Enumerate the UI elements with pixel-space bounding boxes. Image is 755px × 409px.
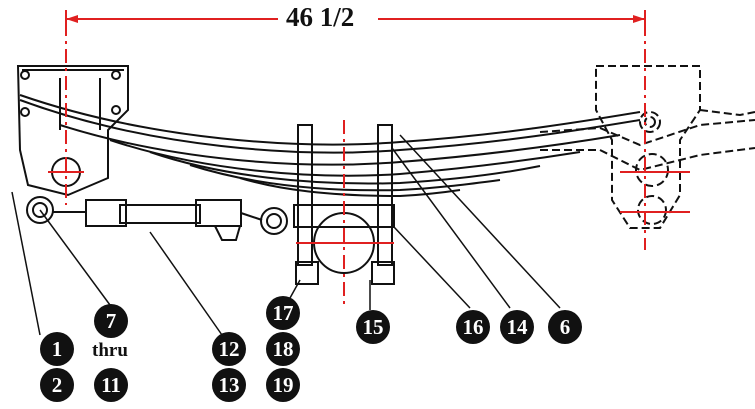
left-hanger [16, 65, 129, 197]
callout-13: 13 [212, 368, 246, 402]
callout-11: 11 [94, 368, 128, 402]
callout-16: 16 [456, 310, 490, 344]
callout-thru-label: thru [92, 340, 128, 361]
leaf-spring [19, 94, 641, 198]
leader-lines [11, 134, 561, 336]
callout-6: 6 [548, 310, 582, 344]
dimension-label: 46 1/2 [280, 2, 361, 33]
callout-1: 1 [40, 332, 74, 366]
right-hanger [539, 65, 755, 229]
callout-2: 2 [40, 368, 74, 402]
dimension-line [65, 10, 646, 28]
callout-14: 14 [500, 310, 534, 344]
torque-arm [26, 196, 288, 241]
callout-17: 17 [266, 296, 300, 330]
callout-7: 7 [94, 304, 128, 338]
callout-19: 19 [266, 368, 300, 402]
callout-18: 18 [266, 332, 300, 366]
centerlines [48, 22, 690, 305]
callout-12: 12 [212, 332, 246, 366]
callout-15: 15 [356, 310, 390, 344]
